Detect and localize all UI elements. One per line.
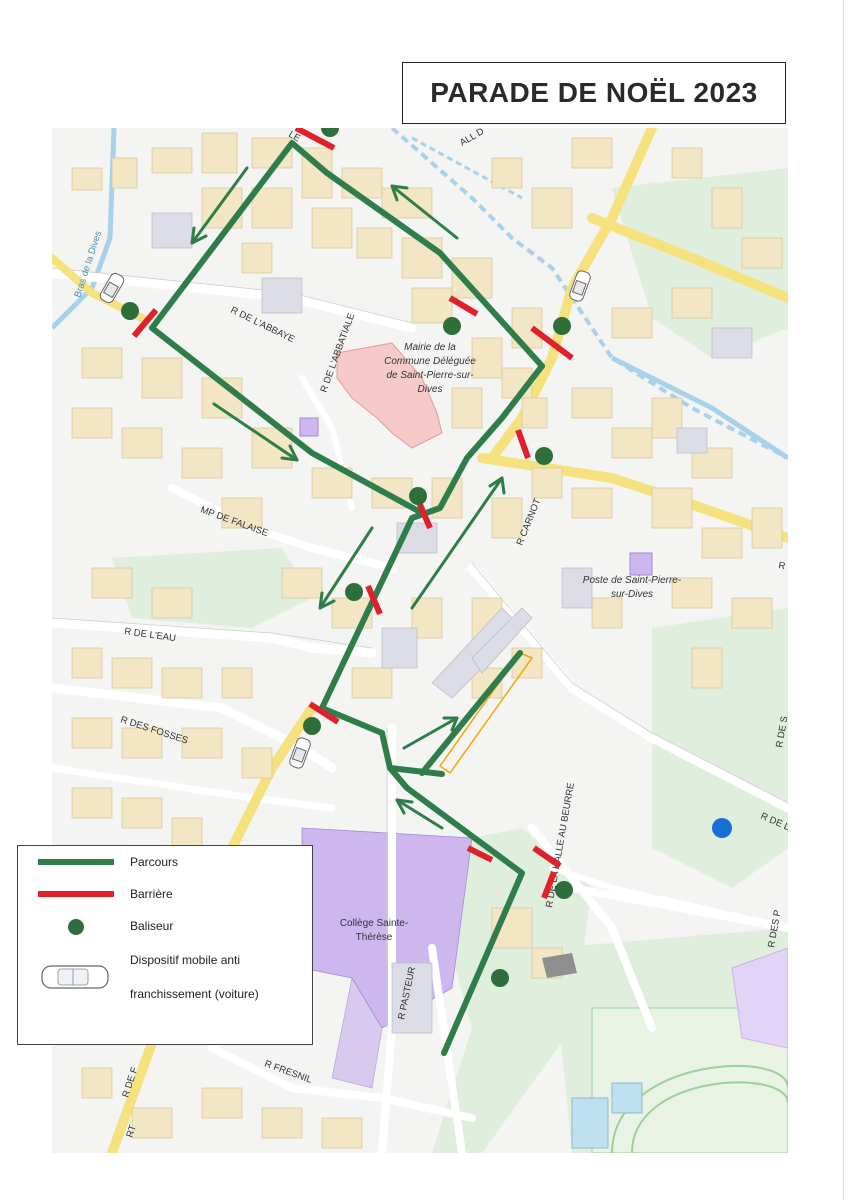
arrow-3 bbox=[212, 402, 299, 462]
water-point bbox=[712, 818, 732, 838]
barrier bbox=[541, 870, 557, 900]
legend-route-row: Parcours bbox=[18, 852, 312, 882]
svg-text:sur-Dives: sur-Dives bbox=[611, 589, 653, 600]
legend-barrier-swatch bbox=[38, 891, 114, 897]
poste-building bbox=[629, 552, 653, 576]
arrow-6 bbox=[402, 716, 459, 750]
marshal-dot bbox=[121, 302, 139, 320]
barrier bbox=[294, 128, 336, 151]
legend-vehicle-label-1: Dispositif mobile anti bbox=[130, 953, 241, 967]
marshal-dot bbox=[491, 969, 509, 987]
marshal-dot bbox=[409, 487, 427, 505]
street-partial-rt: RT bbox=[124, 1123, 138, 1138]
zone-outline bbox=[438, 652, 534, 775]
svg-text:Dives: Dives bbox=[417, 384, 442, 395]
barrier bbox=[131, 308, 159, 338]
lilac-building bbox=[299, 417, 319, 437]
college-label: Collège Sainte- Thérèse bbox=[340, 918, 408, 943]
map[interactable]: R DE L'ABBAYE R DE L'ABBATIALE MP DE FAL… bbox=[52, 128, 788, 1153]
marshal-dot bbox=[303, 717, 321, 735]
arrow-5 bbox=[410, 476, 506, 610]
legend-barrier-row: Barrière bbox=[18, 884, 312, 914]
marshal-dot bbox=[321, 128, 339, 137]
vehicle-icon bbox=[569, 270, 591, 302]
title-box: PARADE DE NOËL 2023 bbox=[402, 62, 786, 124]
legend-marshal-swatch bbox=[68, 919, 84, 935]
poste-label: Poste de Saint-Pierre- sur-Dives bbox=[583, 575, 682, 600]
legend-barrier-label: Barrière bbox=[130, 887, 173, 901]
barrier bbox=[466, 845, 494, 863]
svg-text:de Saint-Pierre-sur-: de Saint-Pierre-sur- bbox=[386, 370, 474, 381]
vehicle-icon bbox=[289, 737, 311, 769]
marshal-dot bbox=[535, 447, 553, 465]
mairie-label: Mairie de la Commune Déléguée de Saint-P… bbox=[384, 342, 476, 395]
marshal-dot bbox=[553, 317, 571, 335]
legend-marshal-row: Baliseur bbox=[18, 916, 312, 946]
legend-route-label: Parcours bbox=[130, 855, 179, 869]
barrier bbox=[308, 701, 340, 725]
gray-buildings bbox=[151, 212, 753, 1034]
barrier bbox=[532, 845, 562, 869]
street-partial-ruef: R DE S bbox=[774, 715, 788, 748]
legend-route-swatch bbox=[38, 859, 114, 865]
townhall-building bbox=[336, 342, 443, 449]
svg-text:Collège Sainte-: Collège Sainte- bbox=[340, 918, 408, 929]
svg-text:Commune Déléguée: Commune Déléguée bbox=[384, 356, 476, 367]
purple-area-right bbox=[731, 947, 788, 1049]
direction-arrows bbox=[190, 166, 506, 830]
car-icon bbox=[41, 965, 109, 989]
route-lines bbox=[149, 140, 545, 1056]
barriers bbox=[131, 128, 574, 900]
vehicle-icon bbox=[99, 272, 125, 304]
svg-text:Mairie de la: Mairie de la bbox=[404, 342, 456, 353]
roads bbox=[52, 268, 788, 1153]
map-title: PARADE DE NOËL 2023 bbox=[430, 77, 758, 108]
marshals bbox=[121, 128, 573, 987]
svg-text:Thérèse: Thérèse bbox=[356, 932, 393, 943]
legend: Parcours Barrière Baliseur Dispositif mo… bbox=[17, 845, 313, 1045]
church-building bbox=[542, 953, 577, 978]
arrow-4 bbox=[318, 526, 374, 610]
page-edge-line bbox=[843, 0, 844, 1200]
marshal-dot bbox=[443, 317, 461, 335]
arrow-2 bbox=[390, 184, 459, 240]
arrow-7 bbox=[395, 798, 444, 830]
legend-vehicle-row: Dispositif mobile anti franchissement (v… bbox=[18, 950, 312, 1010]
barrier bbox=[448, 295, 479, 317]
arrow-1 bbox=[190, 166, 249, 245]
marshal-dot bbox=[345, 583, 363, 601]
svg-text:Poste de Saint-Pierre-: Poste de Saint-Pierre- bbox=[583, 575, 682, 586]
barrier bbox=[530, 325, 574, 361]
legend-marshal-label: Baliseur bbox=[130, 919, 174, 933]
vehicle-icons bbox=[99, 270, 591, 769]
barrier bbox=[365, 584, 383, 616]
legend-vehicle-label-2: franchissement (voiture) bbox=[130, 987, 259, 1001]
street-partial-r: R bbox=[777, 560, 786, 572]
marshal-dot bbox=[555, 881, 573, 899]
barrier bbox=[515, 428, 531, 460]
